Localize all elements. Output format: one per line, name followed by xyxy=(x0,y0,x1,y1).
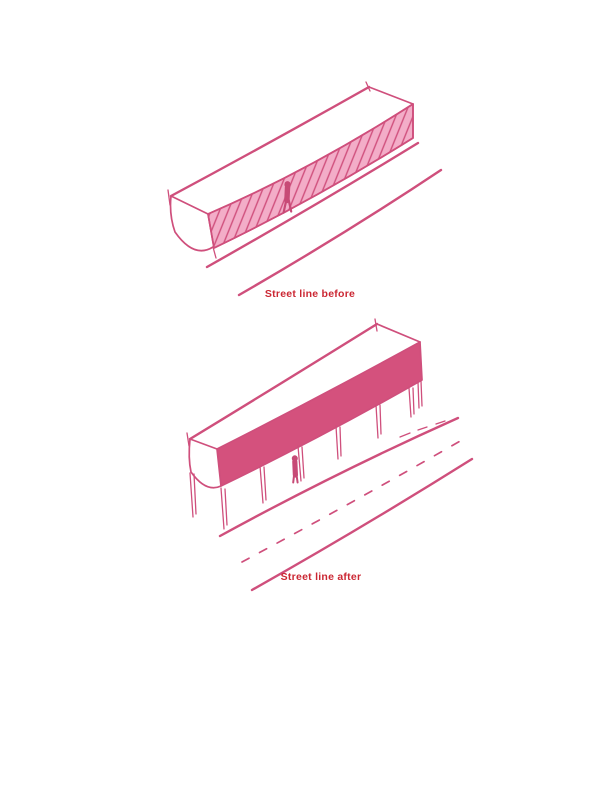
sketch-street-line-before xyxy=(167,81,443,297)
facade-hatch-lines xyxy=(208,104,413,248)
street-facade-solid xyxy=(216,341,423,487)
street-centerline-dashed xyxy=(241,439,463,563)
corner-ticks xyxy=(186,318,378,447)
roof-right-end-edge xyxy=(368,86,414,105)
street-curb-far xyxy=(250,457,474,592)
caption-street-line-after: Street line after xyxy=(280,571,362,583)
sketch-street-line-after xyxy=(186,318,474,592)
person-figure xyxy=(282,181,293,214)
person-figure xyxy=(291,455,299,484)
pilotis-legs xyxy=(189,380,423,530)
caption-street-line-before: Street line before xyxy=(264,288,356,300)
roof-back-edge xyxy=(188,322,379,441)
left-end-face xyxy=(169,195,214,252)
roof-back-edge xyxy=(169,85,371,198)
corner-ticks xyxy=(167,81,371,259)
street-edge-dashes xyxy=(399,420,446,438)
street-curb-near xyxy=(218,416,460,538)
facade-outline xyxy=(207,103,414,249)
street-line-far xyxy=(237,168,443,297)
street-line-near xyxy=(205,141,420,269)
roof-right-end-edge xyxy=(376,323,421,343)
